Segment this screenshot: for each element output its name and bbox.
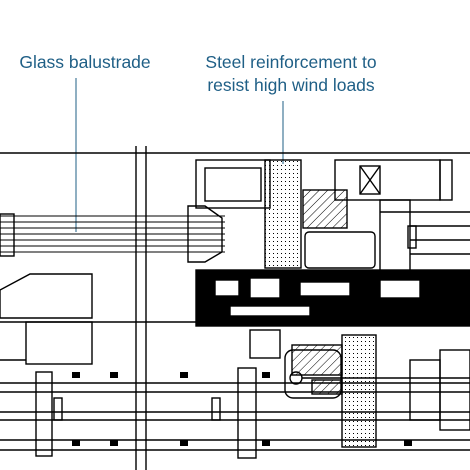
sash-left-slot — [53, 397, 63, 421]
lower-left-frame — [25, 321, 93, 365]
glass-balustrade-lines — [0, 215, 225, 253]
lower-right-chamber — [284, 349, 342, 399]
lower-right-cap — [439, 349, 470, 431]
sill-black-band — [195, 269, 470, 327]
label-glass-balustrade: Glass balustrade — [19, 52, 151, 72]
sill-white-void-3 — [299, 281, 351, 297]
right-slot — [407, 225, 417, 249]
upper-profile-inner — [204, 167, 262, 202]
upper-right-lip — [439, 159, 453, 201]
hatched-cavity-2 — [311, 379, 343, 395]
label-steel-reinforcement-line2: resist high wind loads — [207, 75, 375, 95]
sash-mid — [211, 397, 221, 421]
leader-lines — [75, 78, 284, 232]
sash-left — [35, 371, 53, 457]
lower-right-slot — [409, 359, 441, 421]
bottom-frame-lines — [0, 382, 470, 451]
steel-reinforcement-upper — [264, 159, 302, 269]
lower-mid-box — [249, 329, 281, 359]
sill-white-void-1 — [214, 279, 240, 297]
steel-reinforcement-lower — [341, 334, 377, 448]
glass-left-stub — [0, 213, 15, 257]
sash-center-post — [237, 367, 257, 459]
hatched-cavity-1 — [302, 189, 348, 229]
fixing-dots — [72, 372, 412, 446]
sill-white-void-2 — [249, 277, 281, 299]
label-steel-reinforcement-line1: Steel reinforcement to — [205, 52, 377, 72]
upper-right-box — [359, 165, 381, 195]
drawing-linework — [0, 146, 470, 470]
sill-white-void-4 — [379, 279, 421, 299]
glass-clamp-end — [187, 205, 223, 263]
upper-right-housing — [334, 159, 441, 201]
mid-chamber — [304, 231, 376, 269]
lower-left-bracket — [0, 273, 93, 319]
sill-white-void-5 — [229, 305, 311, 317]
